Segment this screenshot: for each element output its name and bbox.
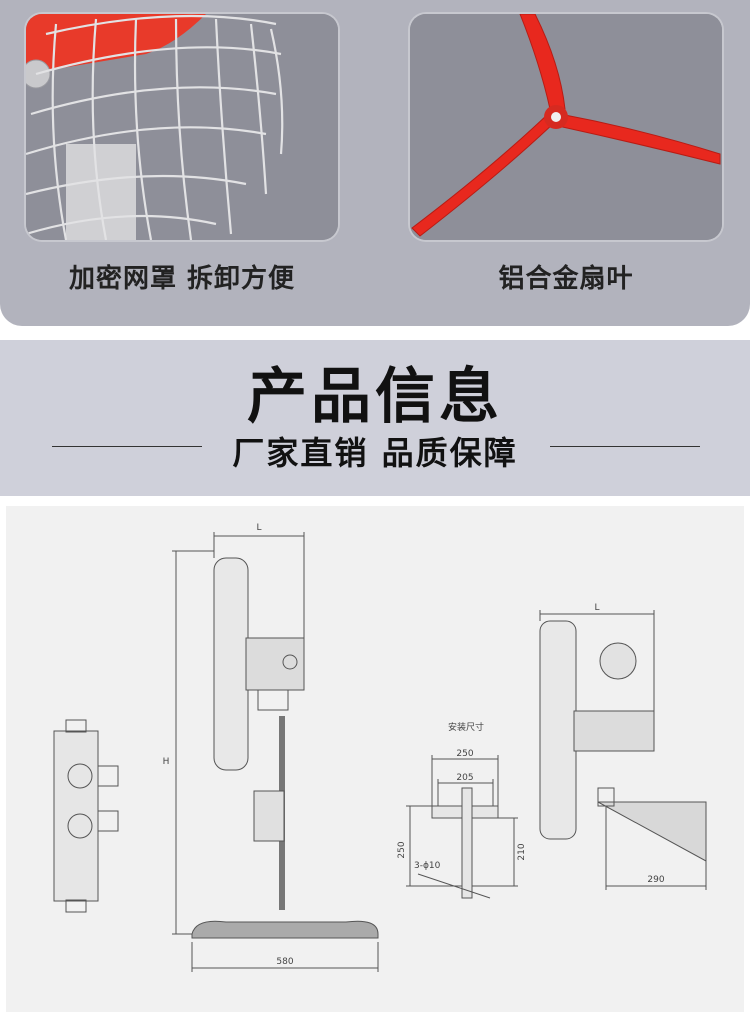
- wall-fan-guard: [539, 620, 577, 840]
- dim-L-right: L: [594, 603, 599, 613]
- dim-210: 210: [517, 843, 527, 860]
- dim-H: H: [163, 757, 170, 767]
- right-divider: [550, 446, 700, 447]
- hole-label: 3-ϕ10: [414, 861, 441, 871]
- feature-panel: 加密网罩 拆卸方便 铝合金扇叶: [0, 0, 750, 326]
- section-subtitle: 厂家直销 品质保障: [232, 434, 518, 472]
- dimension-drawing: L H 580 安装尺寸 250 205 250 210 3-ϕ10 L 290: [6, 506, 744, 1012]
- feature-caption-blade: 铝合金扇叶: [498, 264, 634, 294]
- junction-box-side: [53, 730, 99, 902]
- fan-guard-photo: [26, 14, 338, 240]
- dim-250-side: 250: [397, 841, 407, 858]
- floor-fan-guard: [213, 557, 249, 771]
- aluminum-blade-photo: [410, 14, 722, 240]
- left-divider: [52, 446, 202, 447]
- dim-205: 205: [456, 773, 473, 783]
- section-title: 产品信息: [247, 362, 503, 432]
- product-info-banner: 产品信息 厂家直销 品质保障: [0, 340, 750, 496]
- dim-L-left: L: [256, 523, 261, 533]
- dim-580: 580: [276, 957, 293, 967]
- install-label: 安装尺寸: [448, 721, 484, 733]
- dim-290: 290: [647, 875, 664, 885]
- dim-250-top: 250: [456, 749, 473, 759]
- feature-caption-guard: 加密网罩 拆卸方便: [68, 264, 296, 294]
